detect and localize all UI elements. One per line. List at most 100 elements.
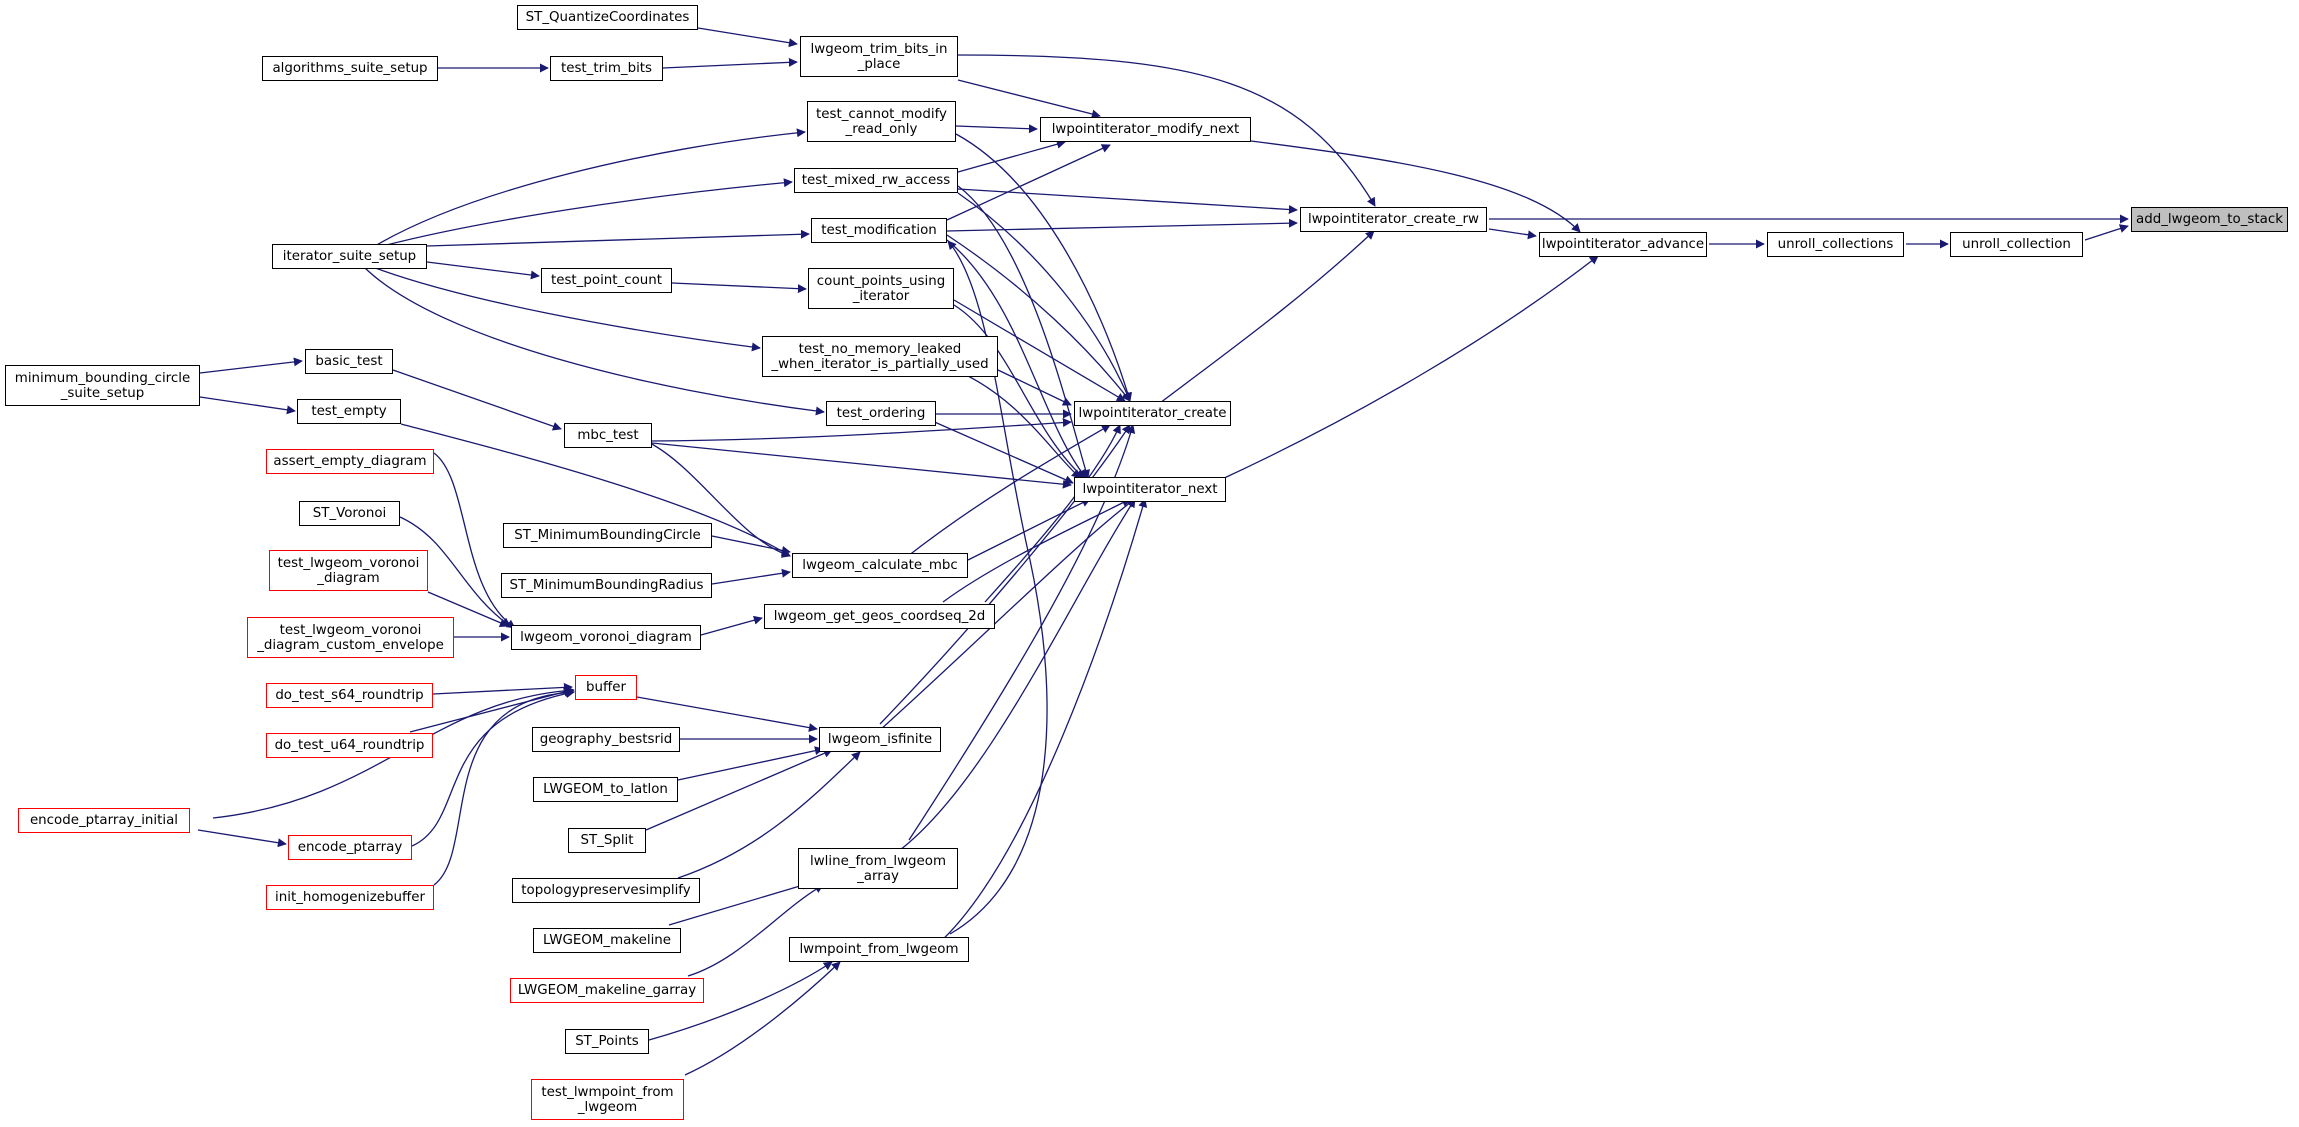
edge-minbc-setup-to-test-empty [199,396,296,415]
node-iterator-suite-setup[interactable]: iterator_suite_setup [272,244,427,269]
node-minimum-bounding-circle-suite-setup[interactable]: minimum_bounding_circle _suite_setup [5,365,200,406]
edge-lwgeom-makeline-to-lwline-array [668,880,811,926]
edge-lwmpoint-to-next [937,498,1148,945]
node-lwpointiterator-create-rw[interactable]: lwpointiterator_create_rw [1300,207,1487,232]
node-assert-empty-diagram[interactable]: assert_empty_diagram [266,449,434,474]
edge-st-minbr-to-calculate-mbc [711,568,791,585]
node-test-trim-bits[interactable]: test_trim_bits [550,56,663,81]
edge-st-voronoi-to-voronoi [399,516,511,627]
node-do-test-u64-roundtrip[interactable]: do_test_u64_roundtrip [266,733,433,758]
node-lwgeom-to-latlon[interactable]: LWGEOM_to_latlon [533,777,678,802]
node-unroll-collections[interactable]: unroll_collections [1767,232,1904,257]
edge-test-mixed-rw-to-create-rw [957,188,1298,214]
edge-do-test-u64-to-buffer [409,687,573,733]
node-count-points-using-iterator[interactable]: count_points_using _iterator [808,268,954,309]
edge-test-modification-to-modify-next [946,144,1111,221]
edge-geos-coordseq-to-create [984,424,1121,603]
node-lwgeom-voronoi-diagram[interactable]: lwgeom_voronoi_diagram [511,625,701,650]
node-test-mixed-rw-access[interactable]: test_mixed_rw_access [794,168,958,193]
edge-test-trim-bits-to-trim-bits [662,57,798,69]
edge-st-quantize-to-trim-bits [697,27,798,48]
node-do-test-s64-roundtrip[interactable]: do_test_s64_roundtrip [266,683,433,708]
edge-cannot-modify-to-create [955,133,1133,402]
node-test-cannot-modify-read-only[interactable]: test_cannot_modify _read_only [807,101,956,142]
edge-iterator-setup-to-no-memory [369,265,761,352]
edge-lwline-array-to-next [899,498,1136,851]
edge-encode-initial-to-encode-ptarray [197,829,287,848]
node-init-homogenizebuffer[interactable]: init_homogenizebuffer [266,885,434,910]
node-topologypreservesimplify[interactable]: topologypreservesimplify [512,878,700,903]
node-algorithms-suite-setup[interactable]: algorithms_suite_setup [262,56,438,81]
node-lwline-from-lwgeom-array[interactable]: lwline_from_lwgeom _array [798,848,958,889]
edge-st-points-to-lwmpoint [648,961,833,1041]
node-lwgeom-get-geos-coordseq-2d[interactable]: lwgeom_get_geos_coordseq_2d [764,604,995,629]
node-test-ordering[interactable]: test_ordering [826,401,936,426]
node-test-lwmpoint-from-lwgeom[interactable]: test_lwmpoint_from _lwgeom [531,1079,684,1120]
edge-isfinite-to-next [879,498,1136,731]
node-basic-test[interactable]: basic_test [305,349,393,374]
edge-lwgeom-to-latlon-to-isfinite [677,746,824,781]
edge-encode-ptarray-to-buffer [411,689,575,847]
edge-lwmpoint-to-modification [947,240,1048,935]
node-test-lwgeom-voronoi-diagram[interactable]: test_lwgeom_voronoi _diagram [269,550,428,591]
edge-test-voronoi-to-voronoi [427,591,509,627]
node-lwpointiterator-advance[interactable]: lwpointiterator_advance [1539,232,1707,257]
edge-lwgeom-trim-bits-to-lwpointiterator-advance [957,54,1376,207]
edge-mbc-test-to-next [651,442,1072,489]
node-mbc-test[interactable]: mbc_test [564,423,652,448]
edge-topology-to-isfinite [677,751,861,879]
edge-no-memory-to-next [959,371,1081,479]
edge-basic-test-to-mbc-test [392,369,562,431]
node-test-no-memory-leaked[interactable]: test_no_memory_leaked _when_iterator_is_… [762,336,998,377]
edge-lwline-array-to-create [908,424,1136,841]
edge-do-test-s64-to-buffer [432,682,573,695]
edge-makeline-garray-to-lwline-array [687,884,824,977]
node-st-quantizecoordinates[interactable]: ST_QuantizeCoordinates [517,5,698,30]
node-test-modification[interactable]: test_modification [811,218,947,243]
node-lwgeom-makeline[interactable]: LWGEOM_makeline [533,928,681,953]
edge-mbc-test-to-create [651,418,1072,442]
node-lwpointiterator-modify-next[interactable]: lwpointiterator_modify_next [1040,117,1251,142]
edge-point-count-to-count-points [671,282,807,294]
edge-test-lwmpoint-to-lwmpoint [684,961,841,1076]
node-buffer[interactable]: buffer [575,675,637,700]
node-test-lwgeom-voronoi-diagram-custom-envelope[interactable]: test_lwgeom_voronoi _diagram_custom_enve… [247,617,454,658]
edge-iterator-setup-to-modification [426,229,810,247]
node-lwmpoint-from-lwgeom[interactable]: lwmpoint_from_lwgeom [789,937,969,962]
node-st-split[interactable]: ST_Split [568,828,646,853]
node-lwgeom-makeline-garray[interactable]: LWGEOM_makeline_garray [510,978,704,1003]
node-lwgeom-isfinite[interactable]: lwgeom_isfinite [819,727,941,752]
edge-count-points-to-create [953,299,1126,402]
edge-lwpointiterator-create-rw-to-lwpointiterator-advance [1488,228,1537,240]
node-st-voronoi[interactable]: ST_Voronoi [299,501,400,526]
edge-cannot-modify-to-modify-next [955,124,1038,134]
node-st-minimumboundingradius[interactable]: ST_MinimumBoundingRadius [501,573,712,598]
node-encode-ptarray-initial[interactable]: encode_ptarray_initial [18,808,190,833]
edge-no-memory-to-create [997,369,1072,406]
node-geography-bestsrid[interactable]: geography_bestsrid [532,727,680,752]
node-test-empty[interactable]: test_empty [297,399,401,424]
edge-geos-coordseq-to-next [942,498,1131,603]
node-lwpointiterator-next[interactable]: lwpointiterator_next [1074,477,1226,502]
node-lwgeom-calculate-mbc[interactable]: lwgeom_calculate_mbc [792,553,968,578]
edge-count-points-to-next [953,304,1085,479]
edge-mixed-rw-to-create [957,192,1131,402]
node-lwgeom-trim-bits-in-place[interactable]: lwgeom_trim_bits_in _place [800,36,958,77]
edge-st-minbc-to-calculate-mbc [711,535,791,555]
node-st-points[interactable]: ST_Points [565,1029,649,1054]
edge-test-modification-to-create-rw [946,218,1298,232]
node-lwpointiterator-create[interactable]: lwpointiterator_create [1074,401,1231,426]
edge-assert-empty-to-voronoi [433,452,516,629]
node-unroll-collection[interactable]: unroll_collection [1950,232,2083,257]
node-encode-ptarray[interactable]: encode_ptarray [288,835,412,860]
node-test-point-count[interactable]: test_point_count [541,268,672,293]
edge-unroll-collection-to-add-lwgeom-to-stack [2084,224,2129,241]
edge-calculate-mbc-to-next [967,498,1091,561]
edge-test-mixed-rw-to-modify-next [957,139,1066,173]
edge-iterator-setup-to-mixed-rw [374,178,793,249]
edge-ordering-to-next [929,419,1074,484]
node-st-minimumboundingcircle[interactable]: ST_MinimumBoundingCircle [503,523,712,548]
edge-test-empty-to-calculate-mbc [400,423,791,557]
